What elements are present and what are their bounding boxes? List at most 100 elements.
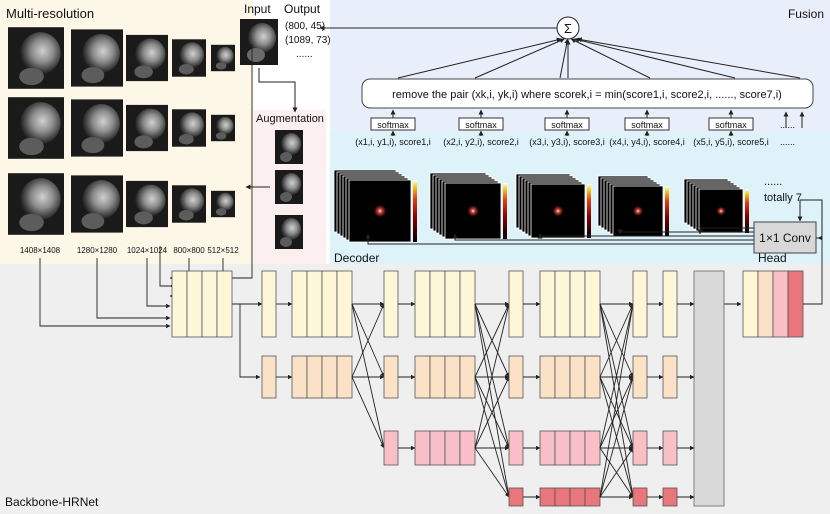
xray-skull (82, 179, 120, 219)
augmented-image (275, 130, 303, 164)
backbone-block (584, 487, 601, 507)
backbone-connection (599, 376, 635, 498)
backbone-block (321, 355, 338, 399)
softmax-box (370, 117, 416, 131)
fusion-line (574, 37, 736, 79)
backbone-connection (474, 303, 511, 449)
decoder-heatmaps (333, 169, 749, 243)
xray-thumbnail (172, 39, 206, 77)
heatmap-colorbar (745, 189, 749, 233)
input-to-augmentation-arrow (258, 68, 298, 113)
backbone-block (261, 355, 277, 399)
heatmap-layer (612, 185, 664, 237)
backbone-block (584, 270, 601, 338)
backbone-block (306, 270, 323, 338)
decoder-output-text: (x2,i, y2,i), score2,i (443, 137, 519, 147)
head-feature-block (772, 270, 789, 338)
head-title: Head (758, 251, 787, 265)
backbone-block (444, 355, 461, 399)
decoder-ellipsis: ...... (764, 176, 782, 188)
backbone-block (632, 355, 648, 399)
xray-skull (20, 32, 61, 75)
multi-resolution-images (8, 27, 235, 235)
backbone-block (414, 430, 431, 466)
xray-jaw (134, 135, 153, 149)
augmented-jaw (280, 237, 292, 247)
decoder-title: Decoder (334, 251, 379, 265)
xray-skull (135, 38, 166, 71)
branch-line (239, 304, 261, 380)
conv-to-decoder-line (697, 227, 754, 235)
xray-skull (82, 33, 120, 73)
softmax-label: softmax (465, 120, 497, 130)
backbone-block (662, 355, 678, 399)
backbone-connection (599, 376, 634, 449)
head-feature-block (787, 270, 804, 338)
augmented-image (275, 215, 303, 249)
input-to-stem-line (146, 258, 171, 309)
augmentation-title: Augmentation (256, 113, 324, 125)
xray-thumbnail (8, 27, 64, 89)
xray-thumbnail (8, 173, 64, 235)
output-coordinate-2: (1089, 73) (285, 35, 331, 46)
xray-thumbnail (211, 190, 235, 218)
backbone-connection (474, 303, 510, 378)
backbone-block (584, 355, 601, 399)
backbone-block (632, 487, 648, 507)
xray-jaw (19, 137, 44, 156)
xray-jaw (81, 67, 105, 84)
xray-thumbnail (126, 34, 168, 82)
softmax-label: softmax (377, 120, 409, 130)
backbone-block (336, 270, 353, 338)
xray-jaw (134, 211, 153, 225)
heatmap-layer (444, 182, 502, 240)
backbone-block (201, 270, 218, 338)
xray-skull (20, 178, 61, 221)
backbone-block (186, 270, 203, 338)
heatmap-stack (683, 178, 749, 234)
backbone-block (662, 430, 678, 466)
hrnet-backbone (39, 44, 823, 507)
heatmap-stack (429, 172, 507, 240)
xray-jaw (81, 213, 105, 230)
backbone-block (444, 430, 461, 466)
backbone-block (321, 270, 338, 338)
backbone-block (569, 487, 586, 507)
backbone-connection (474, 447, 510, 498)
backbone-block (171, 270, 188, 338)
augmented-jaw (280, 192, 292, 202)
xray-skull (216, 46, 234, 65)
backbone-connection (351, 303, 385, 378)
heatmap-stack (597, 175, 669, 237)
xray-skull (179, 188, 204, 214)
backbone-block (508, 487, 524, 507)
xray-skull (179, 42, 204, 68)
backbone-block (414, 270, 431, 338)
fusion-line (570, 38, 651, 79)
backbone-block (383, 270, 399, 338)
backbone-block (291, 355, 308, 399)
backbone-connection (599, 303, 635, 498)
backbone-connection (599, 303, 634, 378)
xray-skull (135, 108, 166, 141)
fusion-title: Fusion (788, 7, 824, 21)
heatmap-stack (515, 173, 591, 239)
xray-skull (135, 184, 166, 217)
heatmap-colorbar (665, 186, 669, 236)
multi-resolution-title: Multi-resolution (6, 6, 94, 21)
backbone-block (429, 270, 446, 338)
head-feature-block (742, 270, 759, 338)
backbone-block (569, 355, 586, 399)
backbone-block (459, 355, 476, 399)
backbone-block (444, 270, 461, 338)
heatmap-stack (333, 169, 417, 243)
resolution-label-1280: 1280×1280 (77, 246, 118, 255)
backbone-block (216, 270, 233, 338)
softmax-box (708, 117, 754, 131)
xray-jaw (19, 67, 44, 86)
input-image (240, 19, 278, 65)
xray-jaw (134, 65, 153, 79)
xray-thumbnail (211, 114, 235, 142)
